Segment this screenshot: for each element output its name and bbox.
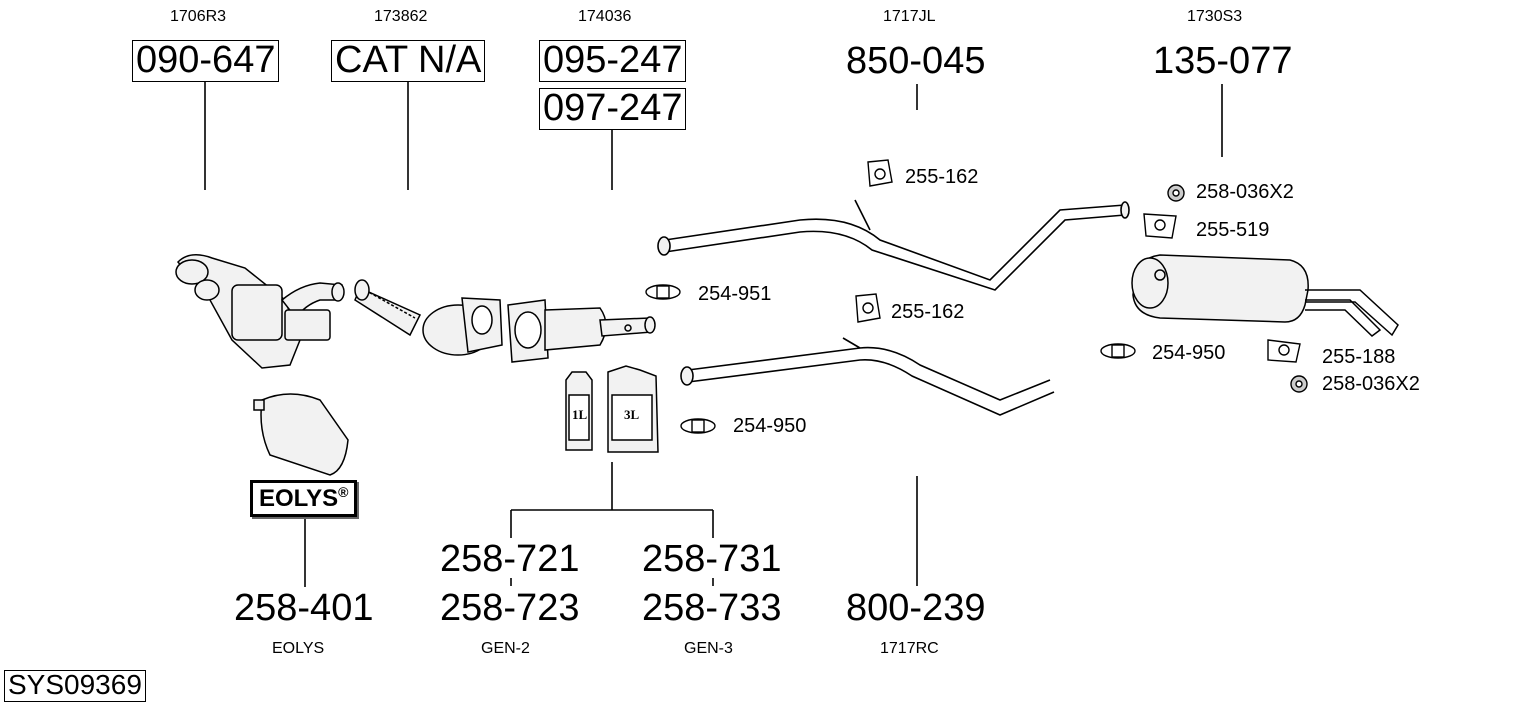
callout-label[interactable]: 255-188 xyxy=(1322,346,1396,368)
callout-label[interactable]: 258-036X2 xyxy=(1322,373,1420,395)
callout-label[interactable]: 255-519 xyxy=(1196,219,1270,241)
part-number[interactable]: 800-239 xyxy=(846,587,986,629)
bottle-label: 3L xyxy=(624,407,640,422)
callout-label[interactable]: 255-162 xyxy=(891,301,965,323)
part-number[interactable]: 258-723 xyxy=(440,587,580,629)
part-code-label: 1717RC xyxy=(880,640,939,657)
front-pipe-part xyxy=(680,337,1055,416)
part-number[interactable]: 097-247 xyxy=(539,88,687,130)
part-code-label: 1730S3 xyxy=(1187,8,1243,25)
callout-label[interactable]: 254-951 xyxy=(698,283,772,305)
part-code-label: 1717JL xyxy=(883,8,936,25)
particulate-filter-part xyxy=(507,299,656,363)
catalyst-part xyxy=(354,279,503,356)
eolys-reservoir-part xyxy=(253,393,349,476)
fluid-bottles xyxy=(565,365,659,453)
rear-muffler-part xyxy=(1131,254,1399,337)
part-number[interactable]: 258-733 xyxy=(642,587,782,629)
part-number[interactable]: 095-247 xyxy=(539,40,687,82)
part-code-label: EOLYS xyxy=(272,640,325,657)
diagram-id: SYS09369 xyxy=(4,670,146,702)
part-number[interactable]: 135-077 xyxy=(1153,40,1293,82)
callout-label[interactable]: 254-950 xyxy=(1152,342,1226,364)
callout-label[interactable]: 255-162 xyxy=(905,166,979,188)
part-code-label: 1706R3 xyxy=(170,8,227,25)
part-number[interactable]: 850-045 xyxy=(846,40,986,82)
part-code-label: GEN-2 xyxy=(481,640,530,657)
hanger-icon xyxy=(855,159,1301,363)
bottle-label: 1L xyxy=(572,407,588,422)
part-code-label: GEN-3 xyxy=(684,640,733,657)
nut-icon xyxy=(1167,184,1308,393)
clamp-icon xyxy=(645,284,1136,434)
part-number[interactable]: CAT N/A xyxy=(331,40,486,82)
intermediate-pipe-part xyxy=(657,199,1130,291)
part-number[interactable]: 258-731 xyxy=(642,538,782,580)
callout-label[interactable]: 254-950 xyxy=(733,415,807,437)
manifold-part xyxy=(175,254,345,369)
part-number[interactable]: 258-401 xyxy=(234,587,374,629)
part-number[interactable]: 090-647 xyxy=(132,40,280,82)
part-code-label: 174036 xyxy=(578,8,632,25)
eolys-logo: EOLYS® xyxy=(250,480,358,517)
part-code-label: 173862 xyxy=(374,8,428,25)
part-number[interactable]: 258-721 xyxy=(440,538,580,580)
callout-label[interactable]: 258-036X2 xyxy=(1196,181,1294,203)
